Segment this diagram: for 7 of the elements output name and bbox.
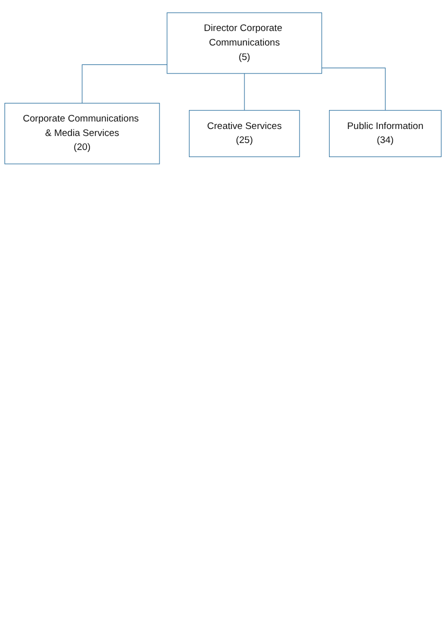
node-box: Creative Services (25) [188,110,300,158]
connector [244,73,245,111]
node-box: Director Corporate Communications (5) [166,12,322,74]
node-box: Public Information (34) [329,110,442,158]
node-box: Corporate Communications & Media Services (20) [4,102,160,164]
connector [321,68,386,111]
connector [82,64,168,104]
